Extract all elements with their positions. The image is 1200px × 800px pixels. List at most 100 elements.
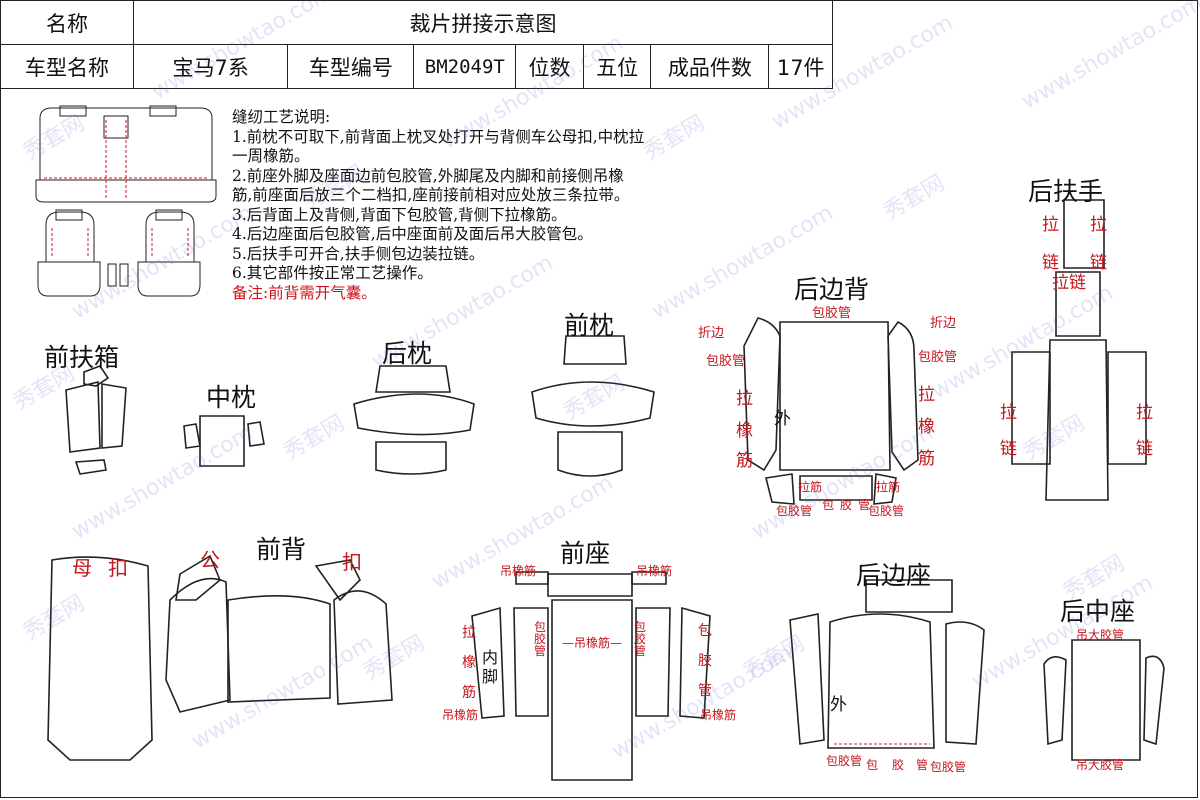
- anno-diao-da-jiao-guan-bottom: 吊大胶管: [1076, 758, 1125, 772]
- anno-la-left: 拉: [736, 389, 753, 409]
- anno-guan-seat: 管: [916, 758, 929, 772]
- anno-jiao-seat: 胶: [892, 758, 905, 772]
- anno-seat-guan-outer: 管: [698, 683, 712, 699]
- anno-zhe-bian-right: 折边: [930, 316, 957, 331]
- notes-title: 缝纫工艺说明:: [232, 108, 331, 126]
- anno-wai-back: 外: [774, 409, 791, 429]
- anno-bao-jiao-guan-br: 包胶管: [868, 504, 905, 518]
- anno-seat-la-left: 拉: [462, 625, 476, 641]
- code-value: BM2049T: [413, 44, 517, 89]
- anno-lajin-bl: 拉筋: [798, 480, 823, 494]
- front-armrest-box-pieces: [65, 365, 127, 475]
- anno-jin-left: 筋: [736, 451, 753, 471]
- anno-bao-jiao-guan-seat-r: 包胶管: [930, 760, 967, 774]
- anno-diao-xiang-jin-mid: —吊橡筋—: [562, 636, 623, 650]
- label-rear-armrest: 后扶手: [1028, 177, 1104, 206]
- anno-seat-jiao-r: 胶: [634, 632, 647, 646]
- rear-armrest-pieces: [1011, 199, 1147, 501]
- label-middle-pillow: 中枕: [206, 383, 257, 412]
- label-front-seat: 前座: [560, 539, 611, 568]
- anno-nei-jiao: 内脚: [482, 648, 499, 686]
- anno-armrest-la-lian: 拉链: [1052, 273, 1086, 293]
- seats-label: 位数: [515, 44, 584, 89]
- anno-armrest-lian-2: 链: [1090, 253, 1107, 273]
- anno-bao-bottom: 包: [822, 498, 835, 512]
- anno-armrest-la-2: 拉: [1090, 215, 1107, 235]
- header-row-1: 名称 裁片拼接示意图: [0, 0, 833, 45]
- seats-value: 五位: [582, 44, 652, 89]
- note-line: 5.后扶手可开合,扶手侧包边装拉链。: [232, 244, 485, 263]
- anno-guan-bottom: 管: [858, 498, 871, 512]
- notes-remark: 备注:前背需开气囊。: [232, 283, 377, 302]
- anno-bao-jiao-guan-left: 包胶管: [706, 354, 746, 369]
- note-line: 4.后边座面后包胶管,后中座面前及面后吊大胶管包。: [232, 225, 593, 243]
- pieces-value: 17件: [768, 44, 833, 89]
- anno-diao-xiang-jin-tl: 吊橡筋: [500, 564, 537, 578]
- rear-side-seat-pieces: [789, 579, 985, 749]
- anno-wai-seat: 外: [830, 695, 847, 715]
- anno-armrest-lian-4: 链: [1136, 439, 1153, 459]
- middle-pillow-pieces: [183, 415, 265, 467]
- label-rear-pillow: 后枕: [382, 339, 433, 368]
- anno-la-right: 拉: [918, 385, 935, 405]
- diagram-title: 裁片拼接示意图: [133, 0, 833, 45]
- front-back-pieces: [47, 554, 393, 761]
- anno-seat-bao-r: 包: [634, 620, 647, 634]
- front-seat-thumbnail: [37, 209, 201, 297]
- label-rear-side-seat: 后边座: [856, 561, 932, 590]
- anno-kou-left: 扣: [108, 556, 128, 580]
- anno-seat-guan-l: 管: [534, 644, 547, 658]
- sewing-notes: 缝纫工艺说明: 1.前枕不可取下,前背面上枕叉处打开与背侧车公母扣,中枕拉 一周…: [232, 108, 847, 303]
- anno-seat-jiao-l: 胶: [534, 632, 547, 646]
- anno-seat-jiao-outer: 胶: [698, 653, 712, 669]
- anno-gong: 公: [200, 548, 220, 572]
- note-line: 一周橡筋。: [232, 147, 310, 165]
- anno-armrest-lian-3: 链: [1000, 439, 1017, 459]
- rear-bench-thumbnail: [35, 105, 217, 203]
- front-pillow-pieces: [531, 335, 655, 477]
- anno-seat-xiang-left: 橡: [462, 655, 476, 671]
- anno-xiang-right: 橡: [918, 417, 935, 437]
- anno-bao-seat: 包: [866, 758, 879, 772]
- anno-armrest-la-4: 拉: [1136, 403, 1153, 423]
- rear-middle-seat-pieces: [1043, 639, 1165, 761]
- anno-mu: 母: [72, 556, 92, 580]
- anno-diao-xiang-jin-br: 吊橡筋: [700, 708, 737, 722]
- anno-seat-bao-l: 包: [534, 620, 547, 634]
- note-line: 6.其它部件按正常工艺操作。: [232, 264, 433, 282]
- note-line: 3.后背面上及背侧,背面下包胶管,背侧下拉橡筋。: [232, 205, 567, 224]
- anno-jin-right: 筋: [918, 449, 935, 469]
- anno-lajin-br: 拉筋: [876, 480, 901, 494]
- anno-zhe-bian-left: 折边: [698, 326, 725, 341]
- label-rear-side-back: 后边背: [794, 275, 870, 304]
- note-line: 2.前座外脚及座面边前包胶管,外脚尾及内脚和前接侧吊橡: [232, 166, 624, 185]
- label-front-back: 前背: [256, 535, 307, 564]
- header-table: 名称 裁片拼接示意图 车型名称 宝马7系 车型编号 BM2049T 位数 五位 …: [0, 0, 833, 89]
- anno-armrest-la-1: 拉: [1042, 215, 1059, 235]
- anno-bao-jiao-guan-top: 包胶管: [812, 306, 852, 321]
- anno-seat-guan-r: 管: [634, 644, 647, 658]
- anno-diao-xiang-jin-tr: 吊橡筋: [636, 564, 673, 578]
- model-value: 宝马7系: [132, 44, 289, 89]
- rear-pillow-pieces: [353, 365, 475, 475]
- label-front-armrest-box: 前扶箱: [44, 343, 120, 372]
- anno-armrest-la-3: 拉: [1000, 403, 1017, 423]
- note-line: 筋,前座面后放三个二档扣,座前接前相对应处放三条拉带。: [232, 186, 630, 204]
- code-label: 车型编号: [287, 44, 415, 89]
- anno-seat-bao-outer: 包: [698, 623, 712, 639]
- note-line: 1.前枕不可取下,前背面上枕叉处打开与背侧车公母扣,中枕拉: [232, 127, 645, 146]
- rear-side-back-pieces: [743, 317, 919, 505]
- label-front-pillow: 前枕: [564, 311, 615, 340]
- label-rear-middle-seat: 后中座: [1060, 597, 1136, 626]
- anno-bao-jiao-guan-right: 包胶管: [918, 350, 958, 365]
- anno-armrest-lian-1: 链: [1042, 253, 1059, 273]
- model-label: 车型名称: [0, 44, 134, 89]
- anno-seat-jin-left: 筋: [462, 685, 476, 701]
- anno-bao-jiao-guan-bl: 包胶管: [776, 504, 813, 518]
- anno-diao-xiang-jin-bl: 吊橡筋: [442, 708, 479, 722]
- pieces-label: 成品件数: [650, 44, 770, 89]
- front-seat-pieces: [471, 571, 711, 781]
- anno-jiao-bottom: 胶: [840, 498, 853, 512]
- anno-bao-jiao-guan-seat-l: 包胶管: [826, 754, 863, 768]
